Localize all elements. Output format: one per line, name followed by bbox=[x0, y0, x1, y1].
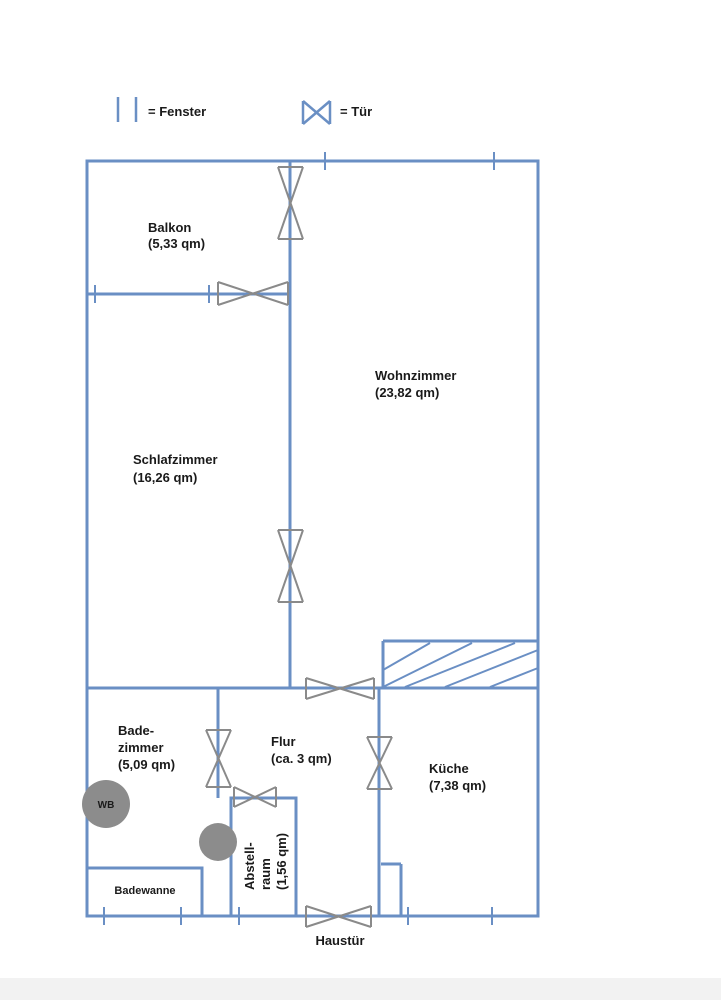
balkon-area: (5,33 qm) bbox=[148, 236, 205, 251]
flur-name: Flur bbox=[271, 734, 296, 749]
room-labels: Balkon (5,33 qm) Wohnzimmer (23,82 qm) S… bbox=[118, 220, 486, 948]
window-legend-icon bbox=[116, 97, 138, 122]
page-bottom-edge bbox=[0, 978, 721, 1000]
balkon-name: Balkon bbox=[148, 220, 191, 235]
door-legend-label: = Tür bbox=[340, 104, 372, 119]
kueche-area: (7,38 qm) bbox=[429, 778, 486, 793]
abstellraum-area: (1,56 qm) bbox=[274, 833, 289, 890]
door-balkon-wohnzimmer bbox=[277, 166, 304, 240]
kueche-name: Küche bbox=[429, 761, 469, 776]
badezimmer-area: (5,09 qm) bbox=[118, 757, 175, 772]
washbasin-label: WB bbox=[98, 800, 115, 811]
door-abstellraum bbox=[233, 786, 277, 808]
fixtures: WB Badewanne bbox=[82, 780, 237, 897]
door-balkon-schlafzimmer bbox=[217, 281, 289, 306]
door-schlafzimmer-wohnzimmer bbox=[277, 529, 304, 603]
badezimmer-name-1: Bade- bbox=[118, 723, 154, 738]
bathtub-label: Badewanne bbox=[114, 885, 175, 897]
abstellraum-walls bbox=[229, 796, 298, 918]
abstellraum-label-group: Abstell- raum (1,56 qm) bbox=[242, 833, 289, 890]
washbasin-circle bbox=[82, 780, 130, 828]
legend: = Fenster = Tür bbox=[116, 97, 372, 125]
toilet-circle bbox=[199, 823, 237, 861]
bathtub-outline bbox=[85, 866, 204, 918]
wohnzimmer-name: Wohnzimmer bbox=[375, 368, 456, 383]
flur-area: (ca. 3 qm) bbox=[271, 751, 332, 766]
walls bbox=[85, 159, 540, 918]
schlafzimmer-area: (16,26 qm) bbox=[133, 470, 197, 485]
stair-hatching bbox=[382, 642, 539, 688]
door-legend-icon bbox=[301, 100, 332, 125]
haustuer-label: Haustür bbox=[315, 933, 364, 948]
badezimmer-name-2: zimmer bbox=[118, 740, 164, 755]
door-flur-kueche bbox=[366, 736, 393, 790]
abstellraum-name-2: raum bbox=[258, 858, 273, 890]
windows bbox=[94, 152, 495, 925]
wohnzimmer-area: (23,82 qm) bbox=[375, 385, 439, 400]
door-haustuer bbox=[305, 905, 372, 928]
abstellraum-name-1: Abstell- bbox=[242, 842, 257, 890]
door-wohnzimmer-flur bbox=[305, 677, 375, 700]
schlafzimmer-name: Schlafzimmer bbox=[133, 452, 218, 467]
doors bbox=[205, 166, 393, 928]
outer-wall bbox=[85, 159, 540, 918]
door-bad-flur bbox=[205, 729, 232, 788]
window-legend-label: = Fenster bbox=[148, 104, 206, 119]
